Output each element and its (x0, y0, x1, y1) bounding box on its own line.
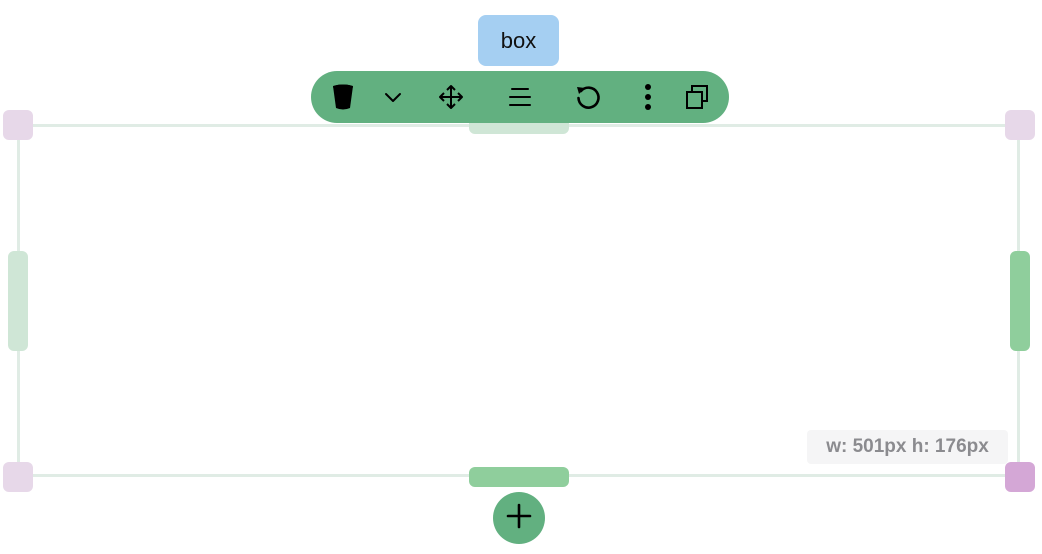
resize-handle-right[interactable] (1010, 251, 1030, 351)
rotate-icon (574, 83, 602, 111)
selected-box-outline[interactable] (17, 124, 1020, 477)
element-type-text: box (500, 27, 537, 53)
element-type-label: box (478, 15, 559, 66)
align-button[interactable] (500, 71, 540, 123)
align-icon (508, 86, 532, 108)
resize-handle-bottom-right[interactable] (1005, 462, 1035, 492)
dimensions-readout: w: 501px h: 176px (807, 430, 1008, 464)
rotate-button[interactable] (568, 71, 608, 123)
chevron-down-icon (384, 91, 402, 103)
trash-icon (331, 83, 355, 111)
move-icon (437, 83, 465, 111)
element-toolbar (311, 71, 729, 123)
resize-handle-bottom-left[interactable] (3, 462, 33, 492)
delete-button[interactable] (323, 71, 363, 123)
more-options-button[interactable] (373, 71, 413, 123)
kebab-menu-icon (643, 83, 653, 111)
dimensions-text: w: 501px h: 176px (826, 436, 989, 457)
move-button[interactable] (431, 71, 471, 123)
resize-handle-left[interactable] (8, 251, 28, 351)
resize-handle-top-left[interactable] (3, 110, 33, 140)
add-element-button[interactable] (493, 492, 545, 544)
resize-handle-bottom[interactable] (469, 467, 569, 487)
duplicate-icon (684, 84, 710, 110)
menu-button[interactable] (628, 71, 668, 123)
duplicate-button[interactable] (677, 71, 717, 123)
plus-icon (506, 503, 532, 534)
resize-handle-top-right[interactable] (1005, 110, 1035, 140)
